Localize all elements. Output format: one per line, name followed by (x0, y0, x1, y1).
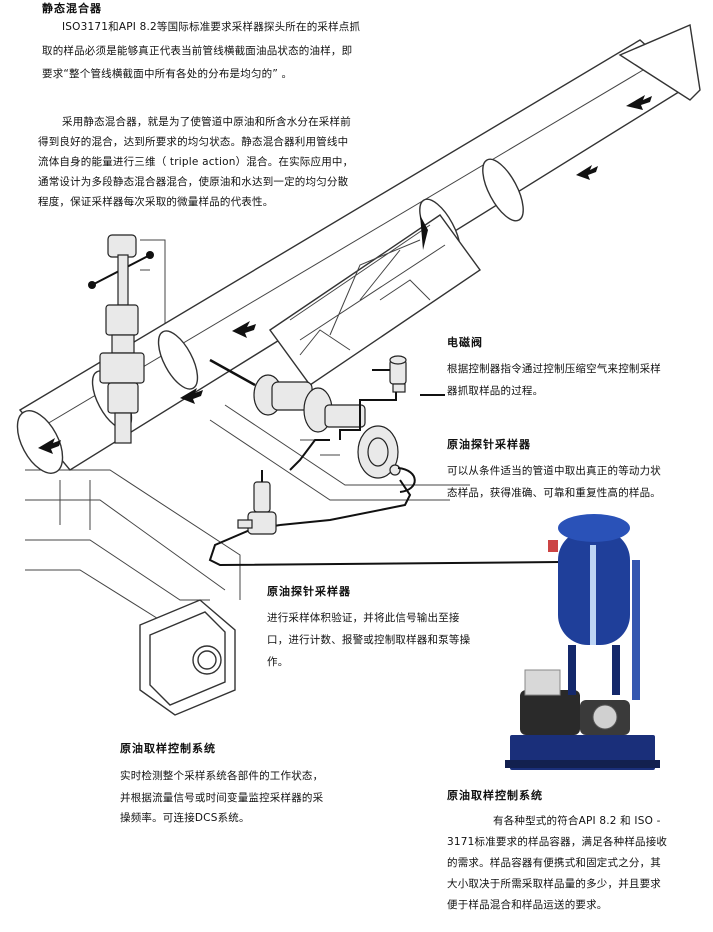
flow-arrow-icon (626, 95, 652, 110)
flow-arrow-icon (180, 388, 203, 404)
flow-arrow-icon (420, 215, 428, 250)
static-mixer-title: 静态混合器 (42, 2, 102, 15)
flow-arrow-icon (38, 438, 61, 454)
flow-arrow-icon (576, 165, 598, 180)
solenoid-valve (372, 355, 407, 393)
probe-sampler2-title: 原油探针采样器 (267, 585, 351, 598)
control-left-title: 原油取样控制系统 (120, 742, 216, 755)
support-frame (25, 239, 470, 621)
flow-arrows (38, 95, 652, 454)
control-cabinet (139, 599, 236, 716)
solenoid-title: 电磁阀 (447, 336, 483, 349)
bottom-sampler (237, 470, 277, 535)
control-right-title: 原油取样控制系统 (447, 789, 543, 802)
flow-arrow-icon (232, 321, 256, 338)
sample-vessel (505, 514, 660, 770)
probe-sampler-title: 原油探针采样器 (447, 438, 531, 451)
main-pipeline (16, 24, 701, 474)
probe-valve-assembly (88, 234, 154, 444)
sampler-probe-assembly (209, 358, 416, 493)
